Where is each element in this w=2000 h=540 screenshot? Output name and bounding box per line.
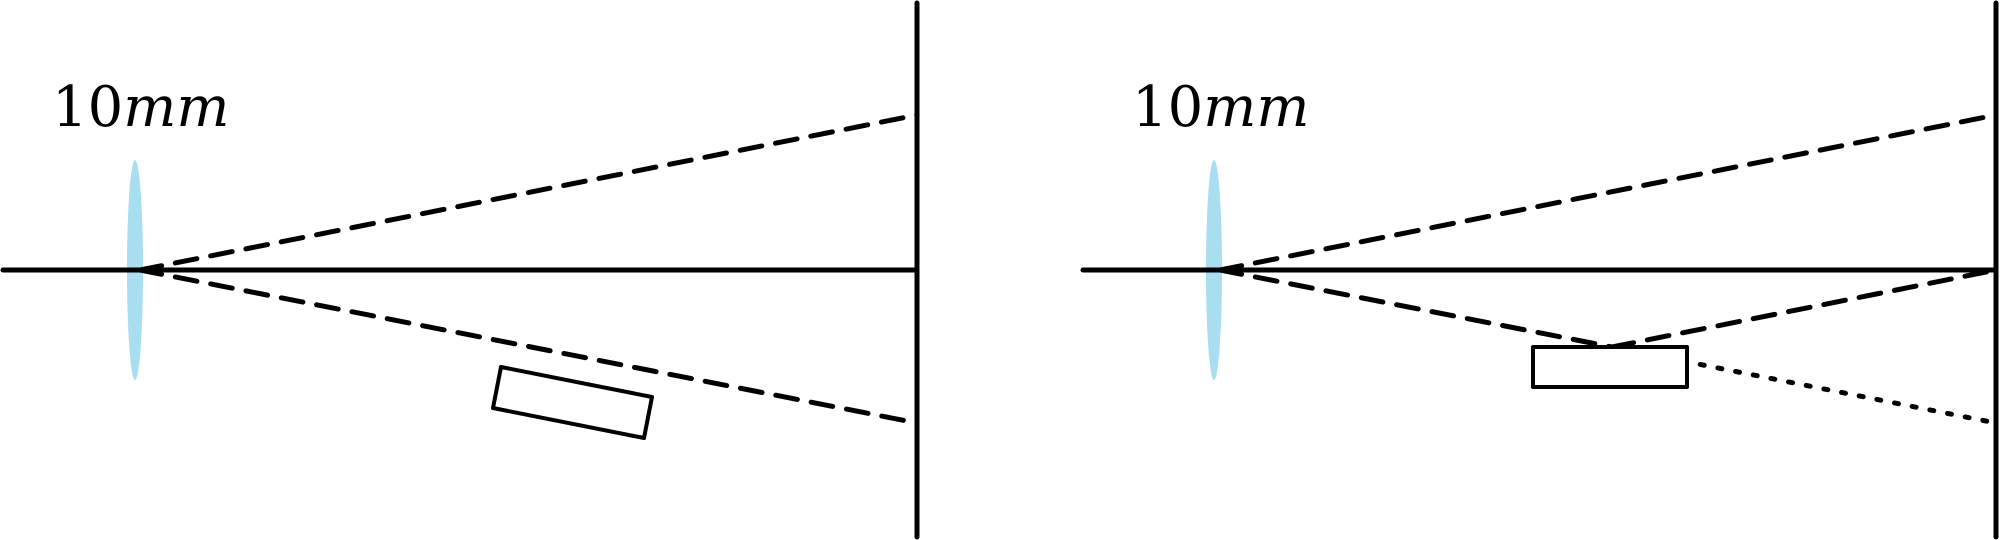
ray-lower-left (137, 267, 920, 426)
label-number: 10 (52, 75, 123, 140)
mirror-plate-left (491, 365, 654, 440)
ray-upper-right (1217, 112, 1999, 273)
label-unit: mm (123, 75, 229, 140)
label-number: 10 (1132, 75, 1203, 140)
ray-lower-incident-right (1217, 267, 1615, 350)
panel-label-left: 10mm (52, 75, 229, 140)
panel-left: 10mm (0, 0, 920, 540)
panel-right: 10mm (1080, 0, 1999, 540)
mirror-plate-right (1531, 345, 1689, 389)
ray-lower-continuation-right (1609, 344, 1999, 426)
ray-reflected-right (1609, 267, 1999, 350)
panel-label-right: 10mm (1132, 75, 1309, 140)
ray-upper-left (137, 112, 920, 273)
label-unit: mm (1203, 75, 1309, 140)
